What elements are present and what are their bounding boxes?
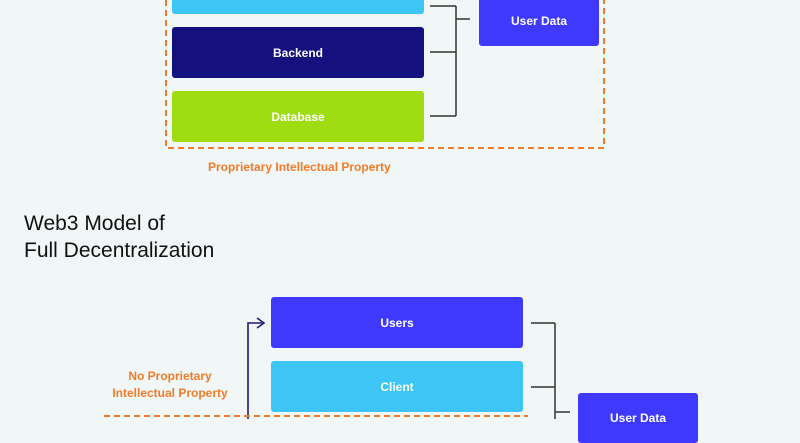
section-title: Web3 Model of Full Decentralization (24, 210, 214, 264)
users-box: Users (271, 297, 523, 348)
no-ip-label-line1: No Proprietary (128, 369, 212, 383)
section-title-line2: Full Decentralization (24, 239, 215, 262)
database-label: Database (271, 109, 325, 124)
proprietary-boundary (165, 0, 605, 149)
database-box: Database (172, 91, 424, 142)
user-data-label-top: User Data (510, 14, 568, 28)
users-feedback-arrow-line (247, 322, 262, 419)
user-data-box-top: User Data (479, 0, 599, 46)
client-box: Client (271, 361, 523, 412)
backend-box: Backend (172, 27, 424, 78)
proprietary-ip-label: Proprietary Intellectual Property (208, 160, 391, 174)
no-ip-label-line2: Intellectual Property (112, 386, 228, 400)
bottom-bracket (531, 322, 556, 419)
client-box-top (172, 0, 424, 14)
user-data-label-bottom: User Data (609, 411, 667, 425)
users-feedback-arrow-head (256, 317, 266, 329)
section-title-line1: Web3 Model of (24, 212, 165, 235)
users-label: Users (380, 315, 414, 330)
user-data-box-bottom: User Data (578, 393, 698, 443)
diagram-connectors (104, 0, 605, 419)
backend-label: Backend (272, 45, 324, 60)
no-ip-label: No Proprietary Intellectual Property (104, 368, 236, 402)
client-label: Client (380, 379, 414, 394)
top-bracket (430, 5, 457, 117)
